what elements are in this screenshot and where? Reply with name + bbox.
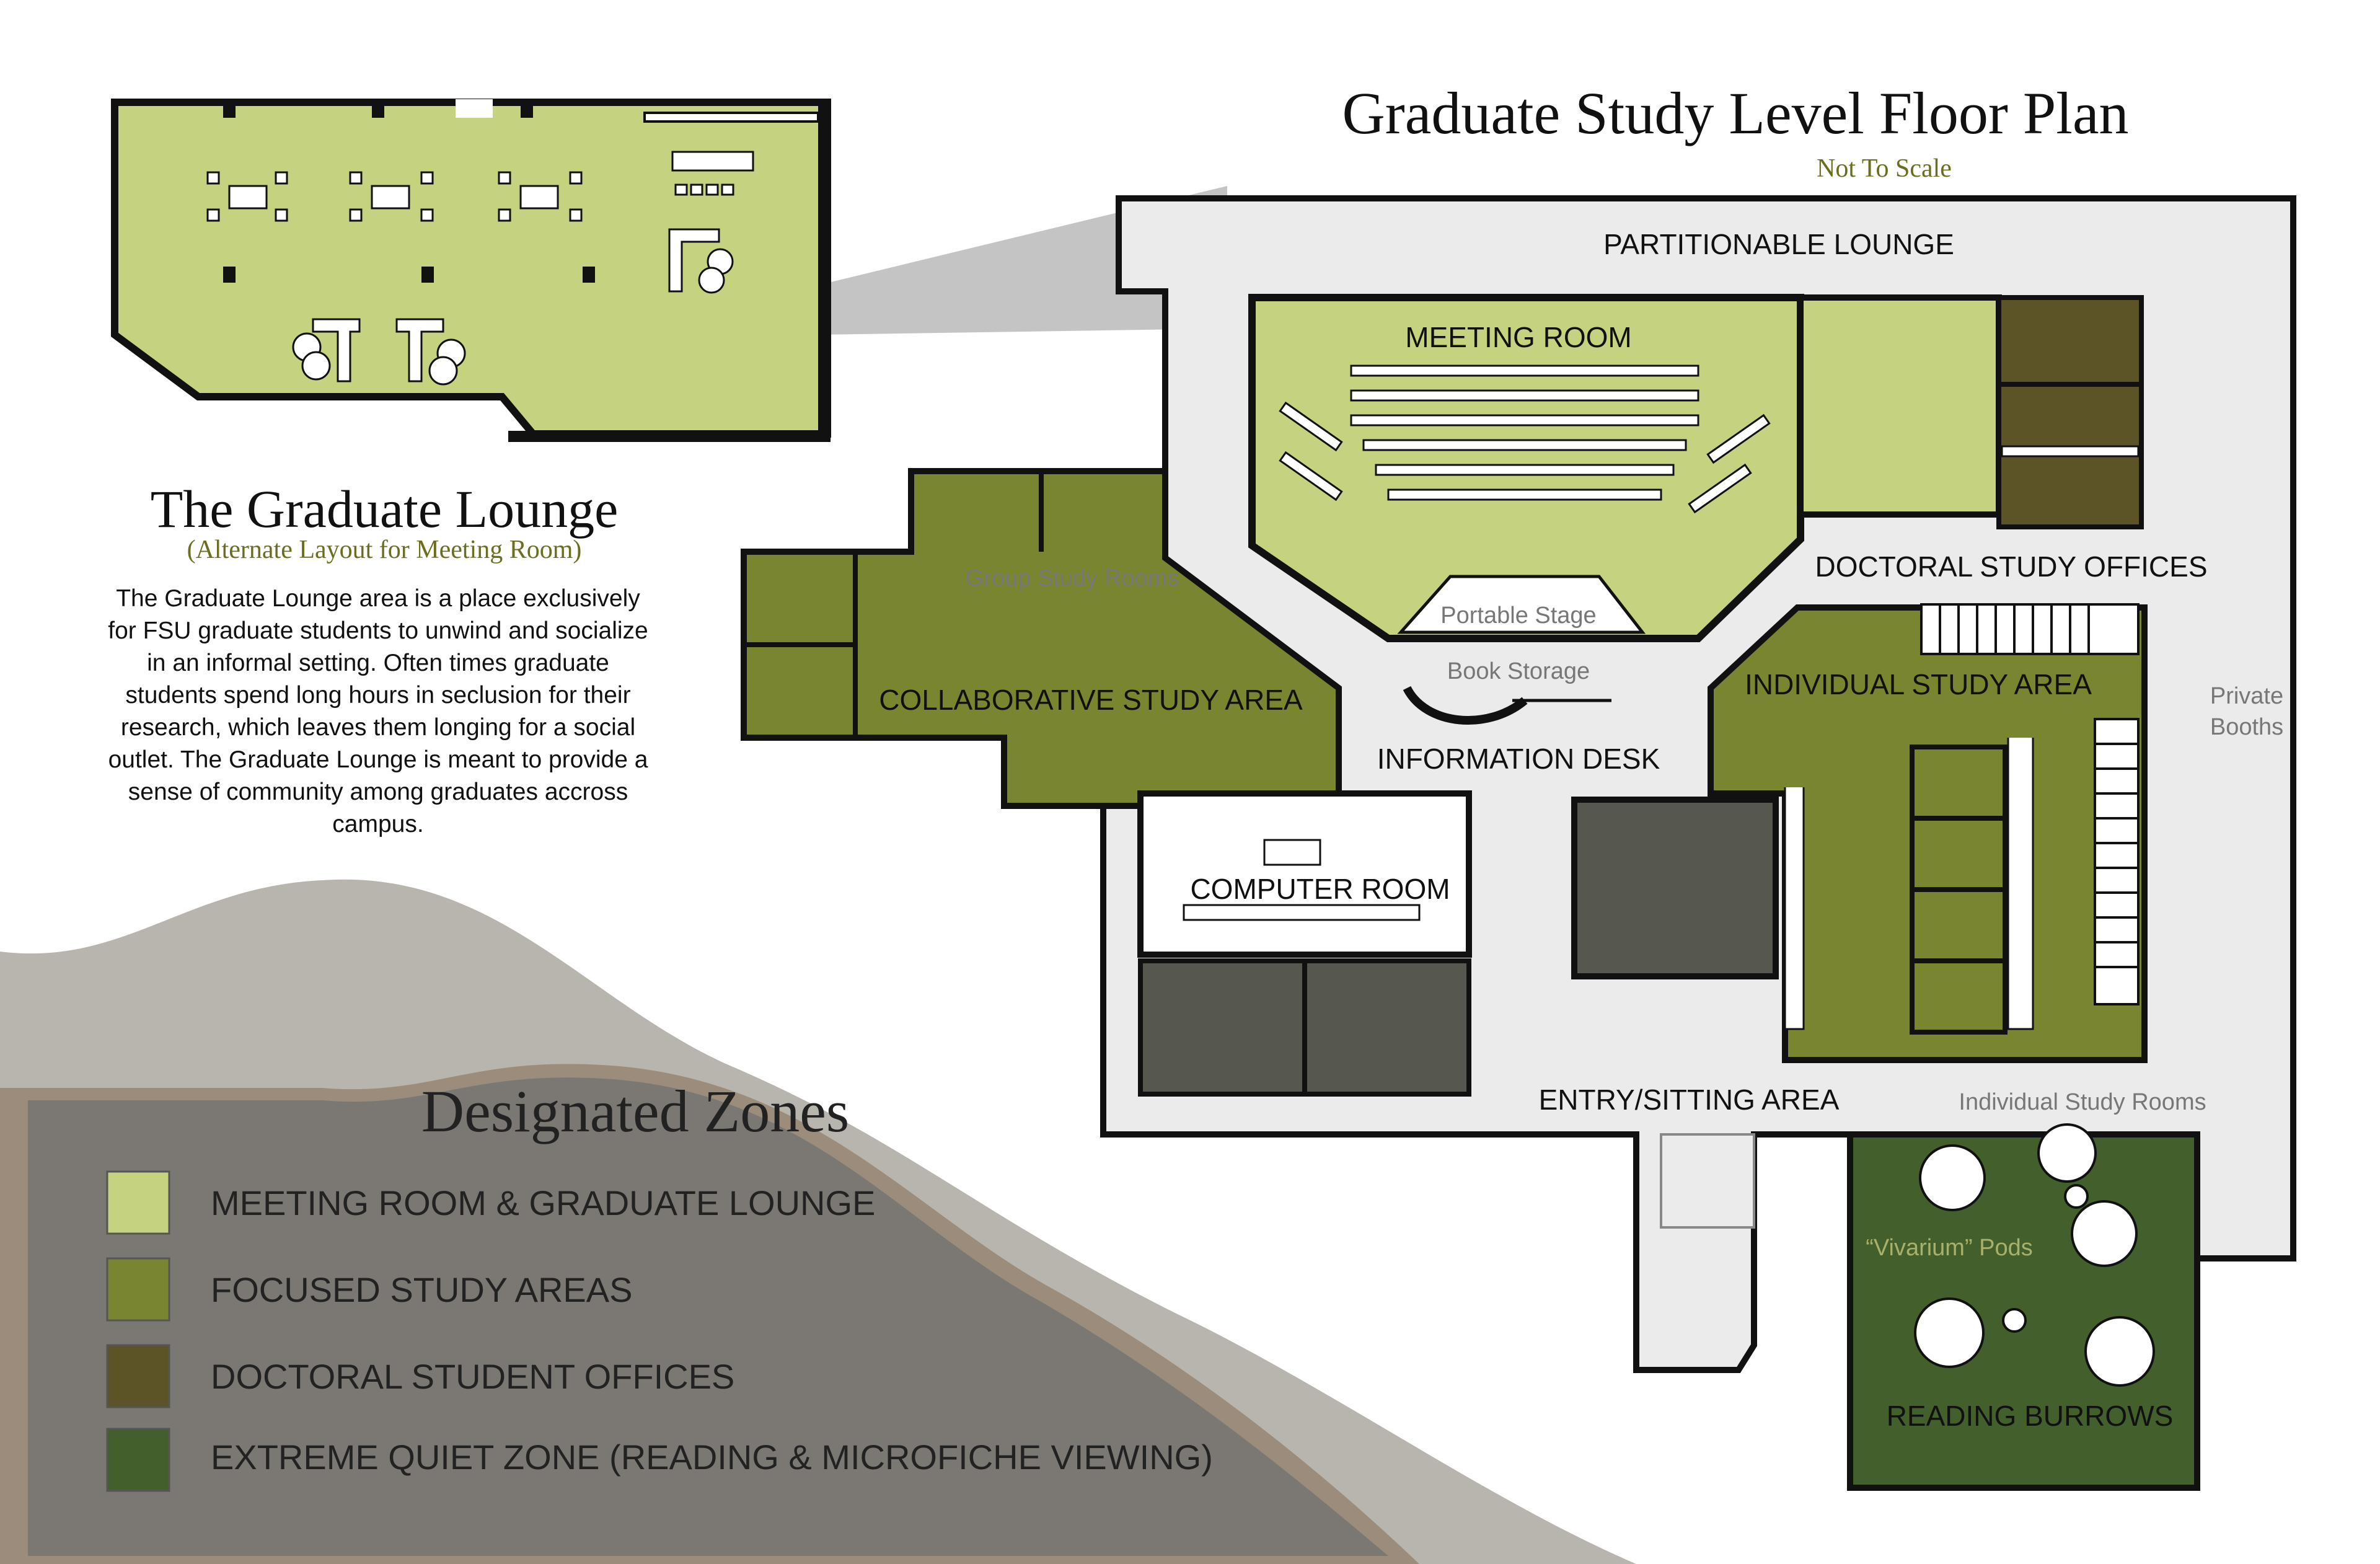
legend-swatch-4 [106,1428,170,1492]
label-private-2: Booths [2210,714,2283,740]
label-individual-rooms: Individual Study Rooms [1959,1089,2206,1115]
doctoral-office-1 [1996,295,2144,387]
label-private-1: Private [2210,683,2283,709]
label-computer-room: COMPUTER ROOM [1190,873,1450,905]
legend-swatch-3 [106,1344,170,1408]
page-title: Graduate Study Level Floor Plan [1342,80,2128,146]
graduate-lounge-inset [111,99,1227,442]
portable-stage [1397,575,1646,634]
page-subtitle: Not To Scale [1817,154,1952,183]
lounge-title: The Graduate Lounge [151,479,619,539]
label-vivarium: “Vivarium” Pods [1866,1235,2033,1261]
meeting-seating [1279,364,1771,514]
collaborative-area [741,468,1342,809]
legend-swatch-1 [106,1170,170,1235]
dark-room-2 [1302,958,1471,1097]
label-reading-burrows: READING BURROWS [1887,1400,2174,1432]
legend-label-2: FOCUSED STUDY AREAS [211,1270,632,1309]
legend-title: Designated Zones [421,1078,849,1144]
individual-study-rooms [1910,744,2008,1035]
label-entry: ENTRY/SITTING AREA [1539,1084,1840,1116]
legend-label-3: DOCTORAL STUDENT OFFICES [211,1357,734,1396]
label-info-desk: INFORMATION DESK [1377,743,1660,775]
legend-label-1: MEETING ROOM & GRADUATE LOUNGE [211,1183,875,1222]
label-doctoral-offices: DOCTORAL STUDY OFFICES [1815,550,2207,583]
dark-room-3 [1571,797,1779,979]
legend-panel [28,1077,1388,1556]
label-book-storage: Book Storage [1447,658,1590,684]
label-group-study: Group Study Rooms [966,565,1179,591]
legend-items: MEETING ROOM & GRADUATE LOUNGE FOCUSED S… [106,1170,1213,1492]
reading-burrows [1847,1131,2200,1491]
dark-room-1 [1138,958,1307,1097]
legend-label-4: EXTREME QUIET ZONE (READING & MICROFICHE… [211,1438,1213,1477]
computer-room [1137,790,1472,958]
label-partitionable-lounge: PARTITIONABLE LOUNGE [1603,228,1954,260]
lounge-description: The Graduate Lounge area is a place excl… [108,585,648,837]
label-portable-stage: Portable Stage [1440,603,1596,629]
label-collaborative: COLLABORATIVE STUDY AREA [879,684,1303,716]
label-meeting-room: MEETING ROOM [1405,321,1631,353]
lounge-subtitle: (Alternate Layout for Meeting Room) [187,536,582,564]
legend-swatch-2 [106,1257,170,1322]
info-desk [1403,686,1528,725]
partitionable-lounge [1797,294,2002,518]
label-individual-area: INDIVIDUAL STUDY AREA [1745,668,2092,700]
